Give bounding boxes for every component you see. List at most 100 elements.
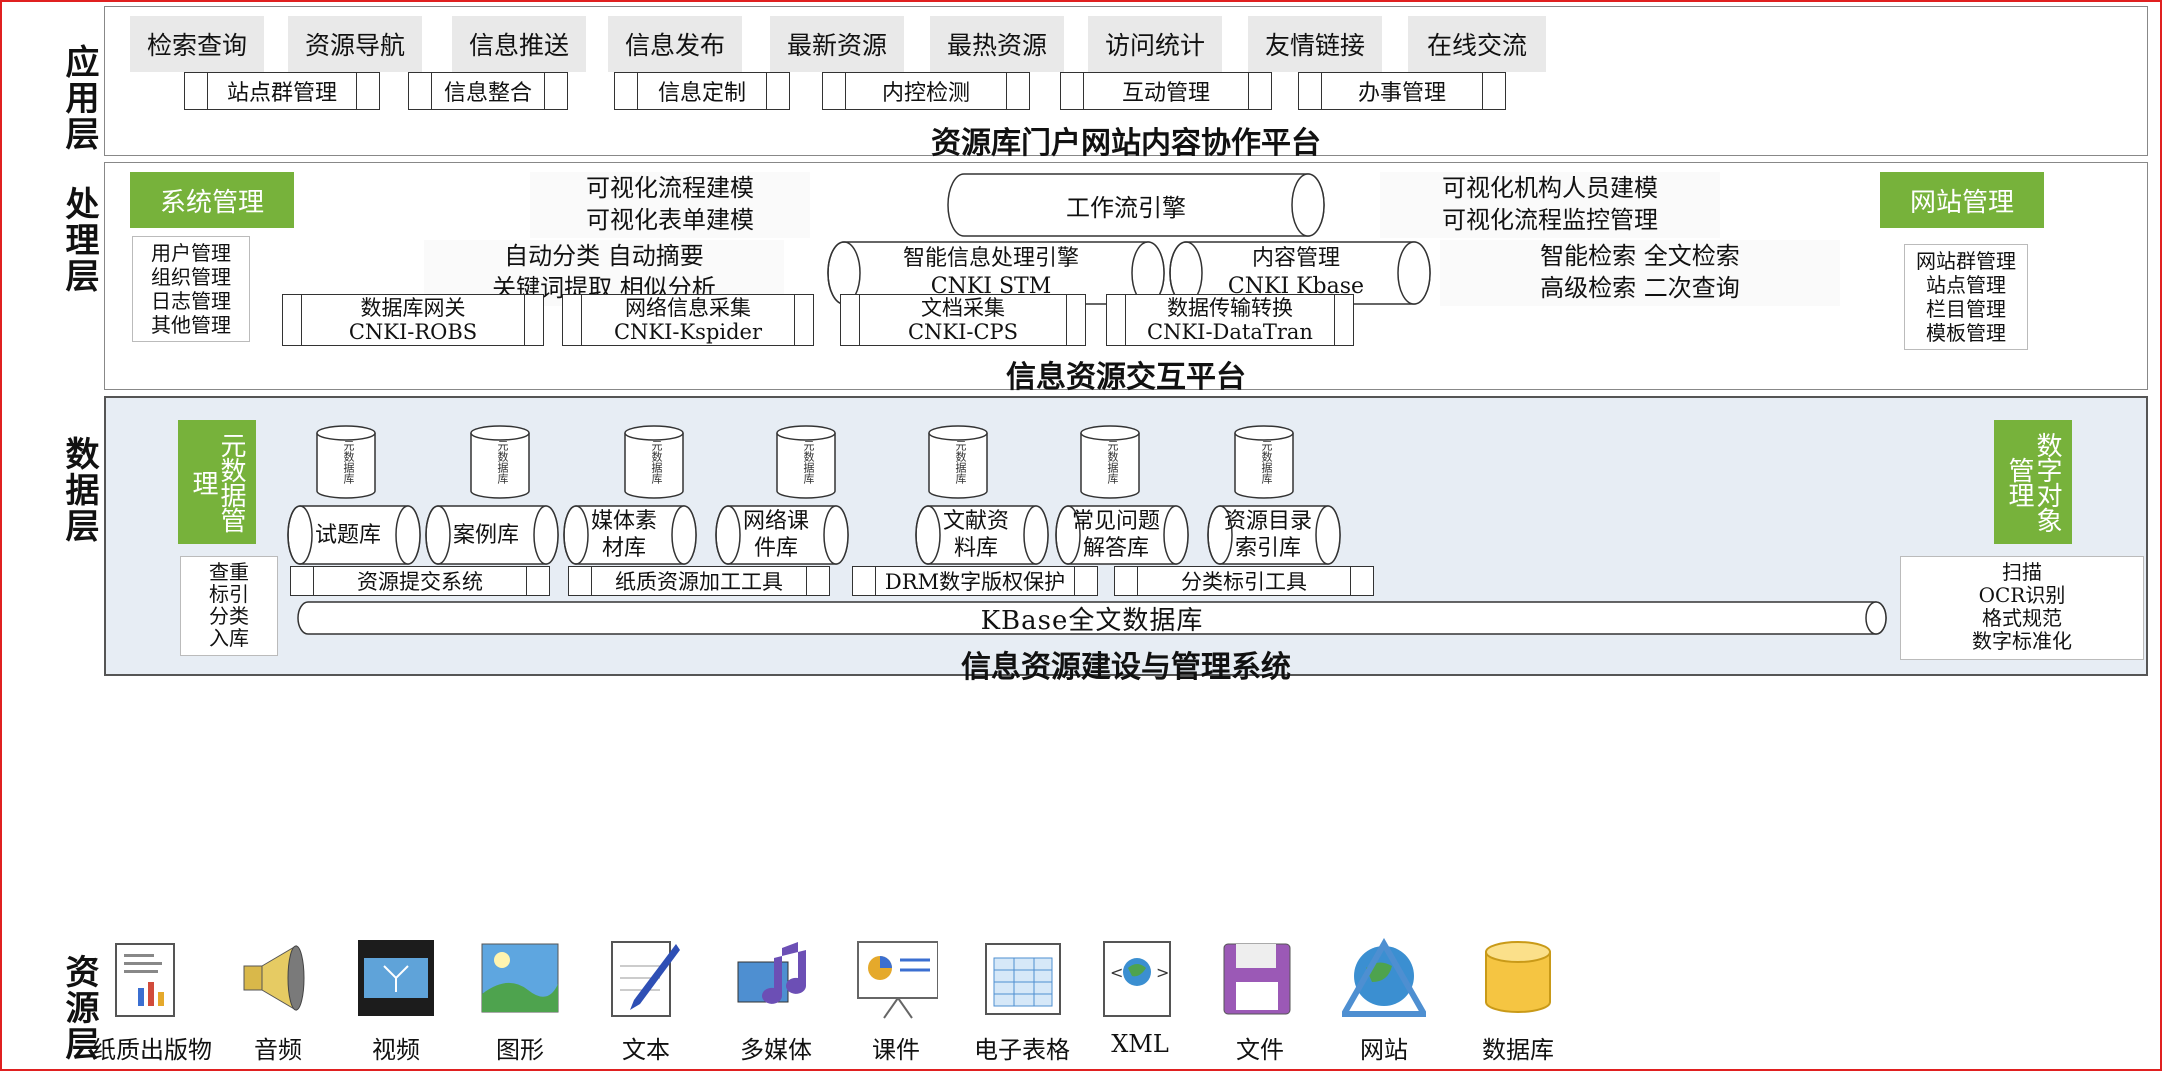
document-pen-icon (604, 938, 688, 1022)
metadata-management-box: 元数据管理 (178, 420, 256, 544)
app-feature-button: 在线交流 (1408, 16, 1546, 72)
database-icon (1476, 938, 1560, 1022)
app-module-box: 信息定制 (614, 72, 790, 110)
metadata-db-label: 元数据库 (802, 440, 815, 484)
app-module-box: 站点群管理 (184, 72, 380, 110)
metadata-process-list: 查重 标引 分类 入库 (180, 556, 278, 656)
resource-label: 课件 (872, 1036, 920, 1064)
list-item: 用户管理 (151, 241, 231, 265)
svg-text:<: < (1110, 963, 1123, 982)
system-management-list: 用户管理 组织管理 日志管理 其他管理 (132, 236, 250, 342)
processing-layer-title: 信息资源交互平台 (1006, 360, 1246, 395)
resource-label: 视频 (372, 1036, 420, 1064)
layer-label-data: 数据层 (59, 436, 99, 544)
workflow-engine-cylinder (947, 173, 1325, 237)
metadata-db-cylinder (316, 425, 376, 499)
data-system-box: 分类标引工具 (1114, 566, 1374, 596)
app-module-box: 办事管理 (1298, 72, 1506, 110)
digitization-process-list: 扫描 OCR识别 格式规范 数字标准化 (1900, 556, 2144, 660)
metadata-db-cylinder (470, 425, 530, 499)
content-management-cylinder (1169, 241, 1431, 305)
library-label: 网络课件库 (742, 509, 809, 561)
visual-modeling-left: 可视化流程建模 可视化表单建模 (530, 172, 810, 238)
app-module-box: 内控检测 (822, 72, 1030, 110)
metadata-db-label: 元数据库 (1260, 440, 1273, 484)
list-item: 栏目管理 (1926, 297, 2006, 321)
library-label: 资源目录索引库 (1223, 509, 1312, 561)
library-cylinder (715, 505, 849, 565)
app-feature-button: 检索查询 (130, 16, 264, 72)
metadata-db-label: 元数据库 (954, 440, 967, 484)
smart-engine-cylinder (827, 241, 1165, 305)
list-item: 其他管理 (151, 313, 231, 337)
app-module-box: 互动管理 (1060, 72, 1272, 110)
library-cylinder (915, 505, 1049, 565)
speaker-icon (236, 938, 320, 1022)
resource-label: 文件 (1236, 1036, 1284, 1064)
library-label: 媒体素材库 (590, 509, 657, 561)
library-cylinder (425, 505, 559, 565)
globe-icon (1338, 937, 1430, 1022)
data-system-box: 资源提交系统 (290, 566, 550, 596)
visual-modeling-right: 可视化机构人员建模 可视化流程监控管理 (1380, 172, 1720, 238)
list-item: 模板管理 (1926, 321, 2006, 345)
library-cylinder (1055, 505, 1189, 565)
metadata-db-cylinder (624, 425, 684, 499)
resource-label: XML (1111, 1030, 1169, 1058)
website-management-box: 网站管理 (1880, 172, 2044, 228)
library-cylinder (1207, 505, 1341, 565)
data-system-box: DRM数字版权保护 (852, 566, 1098, 596)
app-feature-button: 最热资源 (930, 16, 1064, 72)
app-feature-button: 友情链接 (1248, 16, 1382, 72)
image-icon (478, 938, 562, 1022)
floppy-icon (1218, 938, 1302, 1022)
resource-label: 纸质出版物 (92, 1036, 212, 1064)
metadata-db-label: 元数据库 (342, 440, 355, 484)
paper-publication-icon (110, 938, 194, 1022)
layer-label-resource: 资源层 (59, 954, 99, 1062)
list-item: 组织管理 (151, 265, 231, 289)
kbase-label: KBase全文数据库 (980, 605, 1204, 636)
library-label: 常见问题解答库 (1071, 509, 1160, 561)
data-layer-title: 信息资源建设与管理系统 (961, 650, 1291, 685)
app-feature-button: 最新资源 (770, 16, 904, 72)
resource-label: 数据库 (1482, 1036, 1554, 1064)
resource-label: 电子表格 (974, 1036, 1070, 1064)
resource-label: 文本 (622, 1036, 670, 1064)
metadata-db-cylinder (1234, 425, 1294, 499)
digital-object-management-box: 数字对象管理 (1994, 420, 2072, 544)
app-feature-button: 信息发布 (608, 16, 742, 72)
svg-text:>: > (1156, 963, 1169, 982)
resource-label: 图形 (496, 1036, 544, 1064)
library-label: 案例库 (452, 522, 519, 548)
search-features-text: 智能检索 全文检索 高级检索 二次查询 (1440, 240, 1840, 306)
multimedia-icon (734, 938, 818, 1022)
library-cylinder (563, 505, 697, 565)
library-label: 文献资料库 (942, 509, 1009, 561)
layer-label-processing: 处理层 (59, 186, 99, 294)
metadata-db-label: 元数据库 (650, 440, 663, 484)
metadata-db-cylinder (776, 425, 836, 499)
film-icon (354, 938, 438, 1022)
list-item: 站点管理 (1926, 273, 2006, 297)
resource-label: 多媒体 (740, 1036, 812, 1064)
list-item: 日志管理 (151, 289, 231, 313)
xml-icon: <> (1098, 938, 1182, 1022)
app-feature-button: 信息推送 (452, 16, 586, 72)
data-system-box: 纸质资源加工工具 (568, 566, 830, 596)
layer-label-application: 应用层 (59, 44, 99, 152)
resource-label: 音频 (254, 1036, 302, 1064)
library-cylinder (287, 505, 421, 565)
metadata-db-cylinder (1080, 425, 1140, 499)
workflow-engine-label: 工作流引擎 (1066, 193, 1186, 222)
kbase-cylinder (297, 601, 1887, 635)
website-management-list: 网站群管理 站点管理 栏目管理 模板管理 (1904, 244, 2028, 350)
metadata-db-label: 元数据库 (1106, 440, 1119, 484)
system-management-box: 系统管理 (130, 172, 294, 228)
library-label: 试题库 (314, 522, 381, 548)
